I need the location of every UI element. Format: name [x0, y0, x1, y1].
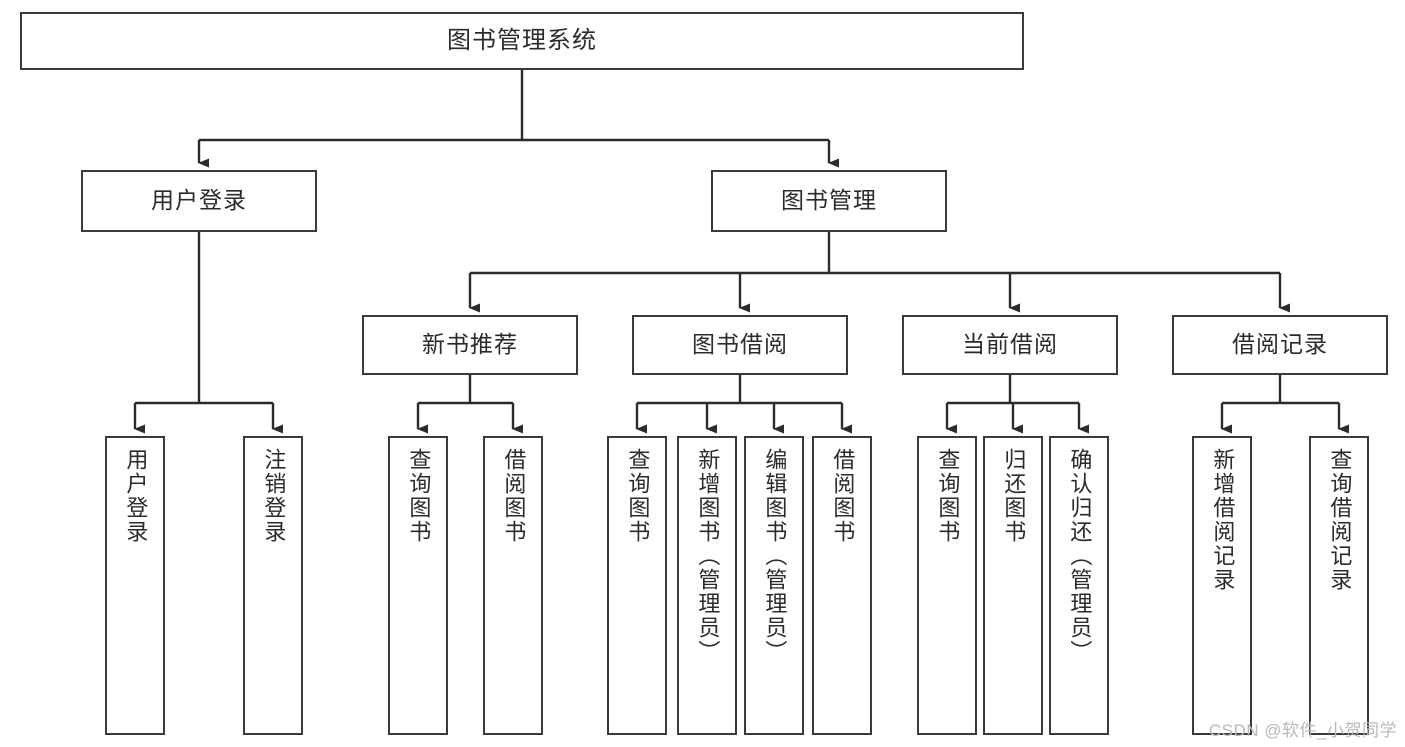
node-new-book-rec-label: 新书推荐 — [422, 331, 518, 358]
node-new-book-rec[interactable]: 新书推荐 — [362, 315, 578, 375]
node-leaf-user-login-label: 用户登录 — [123, 448, 149, 544]
node-leaf-add-record-label: 新增借阅记录 — [1210, 448, 1236, 592]
node-leaf-query-record[interactable]: 查询借阅记录 — [1309, 436, 1369, 735]
node-leaf-logout-label: 注销登录 — [261, 448, 287, 544]
node-leaf-confirm-return[interactable]: 确认归还（管理员） — [1049, 436, 1109, 735]
node-leaf-query-book-2-label: 查询图书 — [625, 448, 651, 544]
node-user-login-label: 用户登录 — [151, 187, 247, 214]
node-leaf-query-record-label: 查询借阅记录 — [1327, 448, 1353, 592]
node-leaf-query-book-3[interactable]: 查询图书 — [917, 436, 977, 735]
node-current-borrow[interactable]: 当前借阅 — [902, 315, 1118, 375]
node-user-login[interactable]: 用户登录 — [81, 170, 317, 232]
node-book-borrow-label: 图书借阅 — [692, 331, 788, 358]
node-leaf-borrow-book-1[interactable]: 借阅图书 — [483, 436, 543, 735]
node-leaf-return-book-label: 归还图书 — [1001, 448, 1027, 544]
node-leaf-logout[interactable]: 注销登录 — [243, 436, 303, 735]
node-leaf-add-book-label: 新增图书（管理员） — [695, 448, 721, 664]
node-leaf-borrow-book-1-label: 借阅图书 — [501, 448, 527, 544]
node-book-borrow[interactable]: 图书借阅 — [632, 315, 848, 375]
node-leaf-borrow-book-2[interactable]: 借阅图书 — [812, 436, 872, 735]
node-root[interactable]: 图书管理系统 — [20, 12, 1024, 70]
node-leaf-query-book-1-label: 查询图书 — [406, 448, 432, 544]
node-leaf-add-record[interactable]: 新增借阅记录 — [1192, 436, 1252, 735]
node-leaf-edit-book-label: 编辑图书（管理员） — [762, 448, 788, 664]
node-leaf-borrow-book-2-label: 借阅图书 — [830, 448, 856, 544]
node-book-manage-label: 图书管理 — [781, 187, 877, 214]
node-borrow-record-label: 借阅记录 — [1232, 331, 1328, 358]
node-leaf-edit-book[interactable]: 编辑图书（管理员） — [744, 436, 804, 735]
node-leaf-user-login[interactable]: 用户登录 — [105, 436, 165, 735]
node-leaf-add-book[interactable]: 新增图书（管理员） — [677, 436, 737, 735]
node-leaf-query-book-1[interactable]: 查询图书 — [388, 436, 448, 735]
node-leaf-query-book-2[interactable]: 查询图书 — [607, 436, 667, 735]
node-book-manage[interactable]: 图书管理 — [711, 170, 947, 232]
node-leaf-return-book[interactable]: 归还图书 — [983, 436, 1043, 735]
node-current-borrow-label: 当前借阅 — [962, 331, 1058, 358]
node-borrow-record[interactable]: 借阅记录 — [1172, 315, 1388, 375]
node-leaf-query-book-3-label: 查询图书 — [935, 448, 961, 544]
node-leaf-confirm-return-label: 确认归还（管理员） — [1067, 448, 1093, 664]
watermark-text: CSDN @软件_小贺同学 — [1208, 721, 1397, 740]
node-root-label: 图书管理系统 — [447, 26, 597, 54]
